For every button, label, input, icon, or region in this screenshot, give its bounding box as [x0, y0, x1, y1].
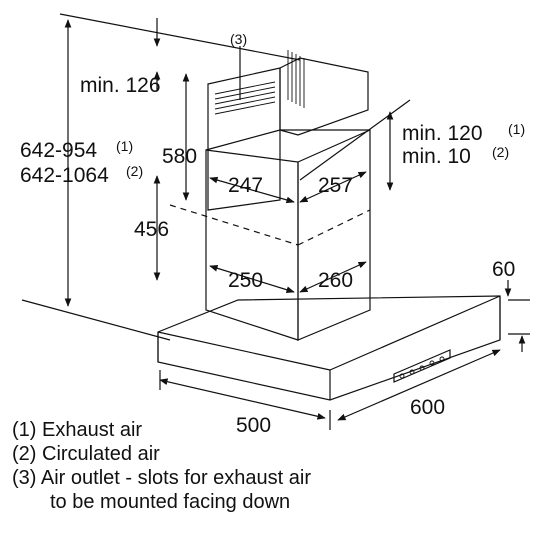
- chimney-bottom-width-arrows: [209, 261, 367, 293]
- label-height-marker-1: (1): [116, 138, 133, 154]
- label-247: 247: [228, 174, 263, 197]
- legend-air-outlet: (3) Air outlet - slots for exhaust air: [12, 467, 311, 489]
- label-257: 257: [318, 174, 353, 197]
- label-min-10-marker: (2): [492, 144, 509, 160]
- label-min-10: min. 10: [402, 145, 471, 168]
- label-500: 500: [236, 414, 271, 437]
- label-580: 580: [162, 145, 197, 168]
- label-min-120: min. 120: [402, 122, 483, 145]
- label-height-642-1064: 642-1064: [20, 164, 109, 187]
- vent-slots-right: [287, 50, 305, 108]
- label-height-642-954: 642-954: [20, 139, 97, 162]
- lower-chimney: [205, 129, 371, 341]
- label-260: 260: [318, 269, 353, 292]
- telescopic-overlap-line: [169, 204, 371, 246]
- label-marker-3: (3): [230, 31, 247, 47]
- hood-canopy: [157, 295, 501, 401]
- label-250: 250: [228, 269, 263, 292]
- vent-slots-left: [214, 81, 276, 115]
- label-height-marker-2: (2): [126, 163, 143, 179]
- label-456: 456: [134, 218, 169, 241]
- label-600: 600: [410, 396, 445, 419]
- legend-mounting-note: to be mounted facing down: [50, 491, 290, 513]
- legend-circulated-air: (2) Circulated air: [12, 443, 160, 465]
- label-60: 60: [492, 258, 515, 281]
- legend: (1) Exhaust air (2) Circulated air (3) A…: [12, 419, 311, 513]
- label-min-120-marker: (1): [508, 121, 525, 137]
- control-panel: [393, 349, 451, 383]
- label-min-126: min. 126: [80, 74, 161, 97]
- chimney-top-width-arrows: [209, 171, 367, 204]
- canopy-depth-width-arrows: [159, 349, 501, 430]
- dimension-60-arrows: [504, 280, 530, 352]
- legend-exhaust-air: (1) Exhaust air: [12, 419, 142, 441]
